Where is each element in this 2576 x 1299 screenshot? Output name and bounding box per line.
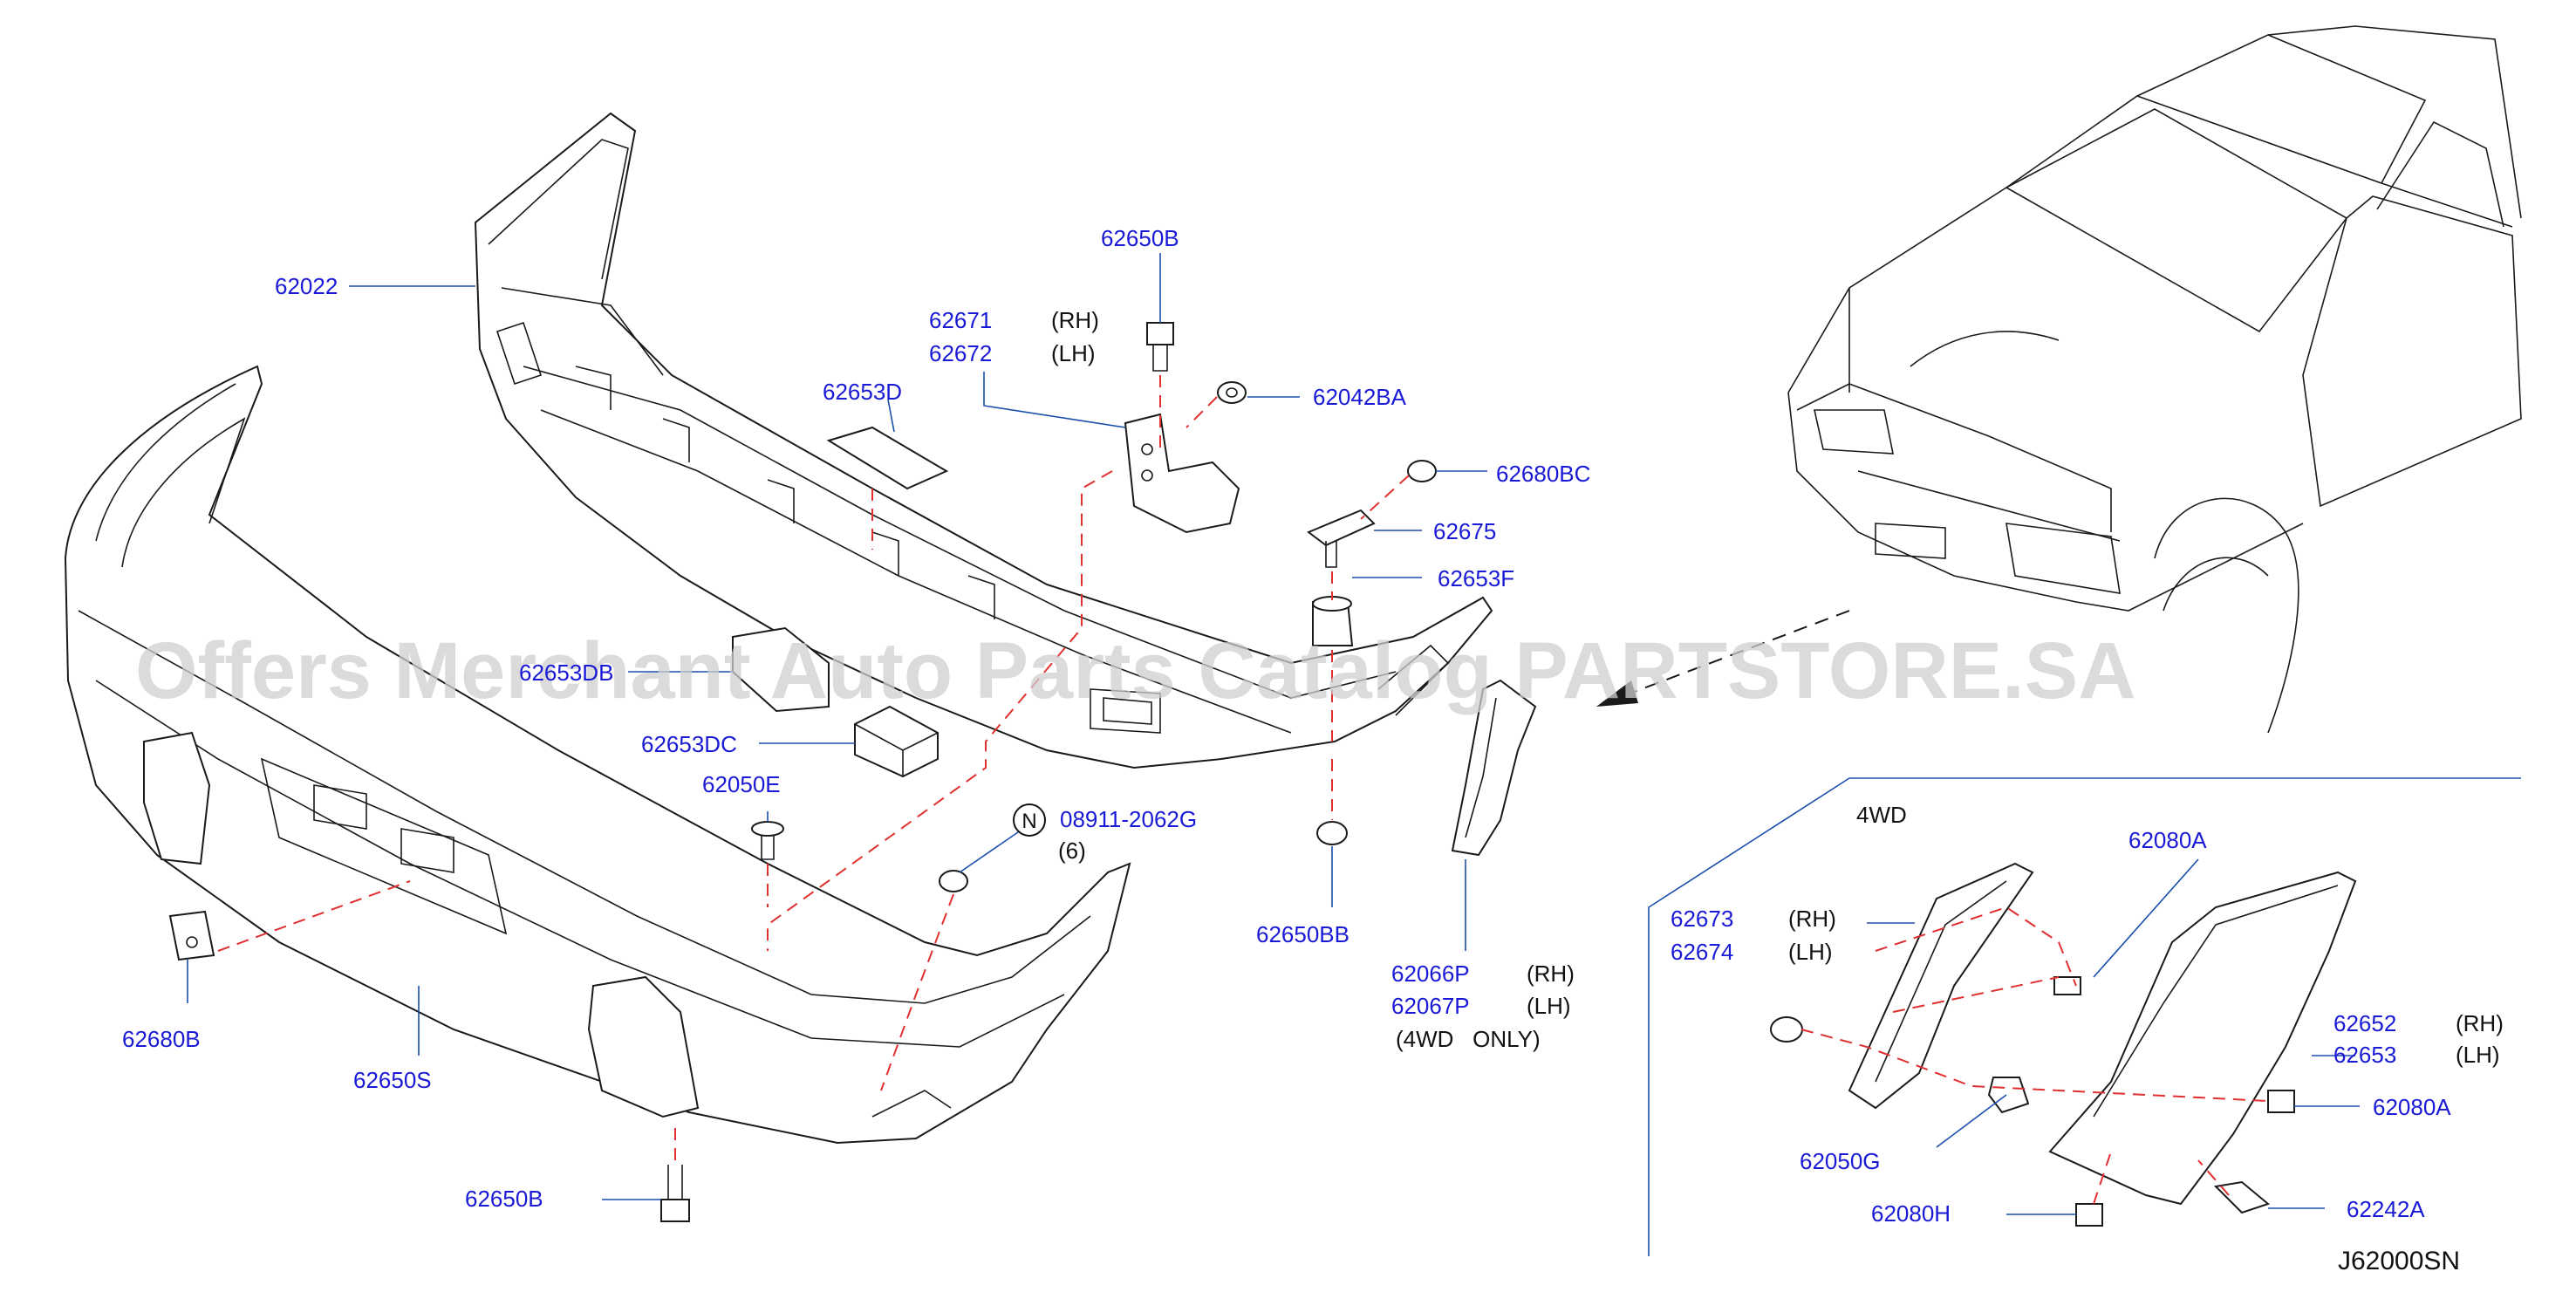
- note-08911-2062G: (6): [1058, 838, 1086, 864]
- note-62067P: (LH): [1527, 993, 1571, 1019]
- reference-arrow: [1596, 610, 1850, 707]
- label-62022: 62022: [275, 273, 338, 299]
- label-62653D: 62653D: [823, 379, 902, 405]
- label-62672: 62672: [929, 340, 992, 366]
- label-62080H: 62080H: [1871, 1200, 1951, 1227]
- label-62042BA: 62042BA: [1313, 384, 1407, 410]
- label-62080A-top: 62080A: [2128, 827, 2207, 853]
- label-62242A: 62242A: [2347, 1196, 2425, 1222]
- label-62650B-bottom: 62650B: [465, 1186, 543, 1212]
- label-62653DB: 62653DB: [519, 660, 613, 686]
- label-62050G: 62050G: [1800, 1148, 1881, 1174]
- label-62650B-top: 62650B: [1101, 225, 1179, 251]
- n-symbol-icon: N: [1013, 803, 1046, 837]
- note-62653: (LH): [2456, 1042, 2500, 1068]
- vehicle-illustration: [1787, 25, 2522, 734]
- bumper-reinforcement-62022: [474, 112, 1493, 769]
- label-4wd-only: (4WD ONLY): [1396, 1026, 1541, 1052]
- label-62652: 62652: [2333, 1010, 2396, 1036]
- small-parts: [168, 322, 1537, 1222]
- note-62066P: (RH): [1527, 961, 1575, 987]
- note-62673: (RH): [1788, 906, 1836, 932]
- label-62675: 62675: [1433, 518, 1496, 544]
- part-labels: 62022 62650B 62671 (RH) 62672 (LH) 62042…: [122, 225, 2504, 1275]
- note-62652: (RH): [2456, 1010, 2504, 1036]
- diagram-code: J62000SN: [2338, 1247, 2460, 1275]
- label-62653DC: 62653DC: [641, 731, 737, 757]
- inset-4wd: [1648, 777, 2521, 1256]
- label-62066P: 62066P: [1391, 961, 1470, 987]
- label-62680B: 62680B: [122, 1026, 201, 1052]
- note-62672: (LH): [1051, 340, 1096, 366]
- label-62674: 62674: [1671, 939, 1733, 965]
- note-62674: (LH): [1788, 939, 1833, 965]
- label-62673: 62673: [1671, 906, 1733, 932]
- svg-text:N: N: [1022, 810, 1036, 833]
- leader-lines: [187, 253, 2360, 1215]
- watermark-text: Offers Merchant Auto Parts Catalog PARTS…: [135, 626, 2136, 715]
- label-62050E: 62050E: [702, 771, 781, 797]
- label-62067P: 62067P: [1391, 993, 1470, 1019]
- label-62653: 62653: [2333, 1042, 2396, 1068]
- label-62650BB: 62650BB: [1256, 921, 1349, 947]
- note-62671: (RH): [1051, 307, 1099, 333]
- label-62080A-right: 62080A: [2373, 1094, 2451, 1120]
- label-62680BC: 62680BC: [1496, 461, 1590, 487]
- assembly-lines: [217, 375, 2269, 1205]
- label-62653F: 62653F: [1438, 565, 1514, 591]
- bumper-fascia-62650S: [64, 365, 1131, 1145]
- label-62671: 62671: [929, 307, 992, 333]
- label-62650S: 62650S: [353, 1067, 432, 1093]
- label-08911-2062G: 08911-2062G: [1060, 806, 1197, 832]
- section-label-4wd: 4WD: [1856, 802, 1907, 828]
